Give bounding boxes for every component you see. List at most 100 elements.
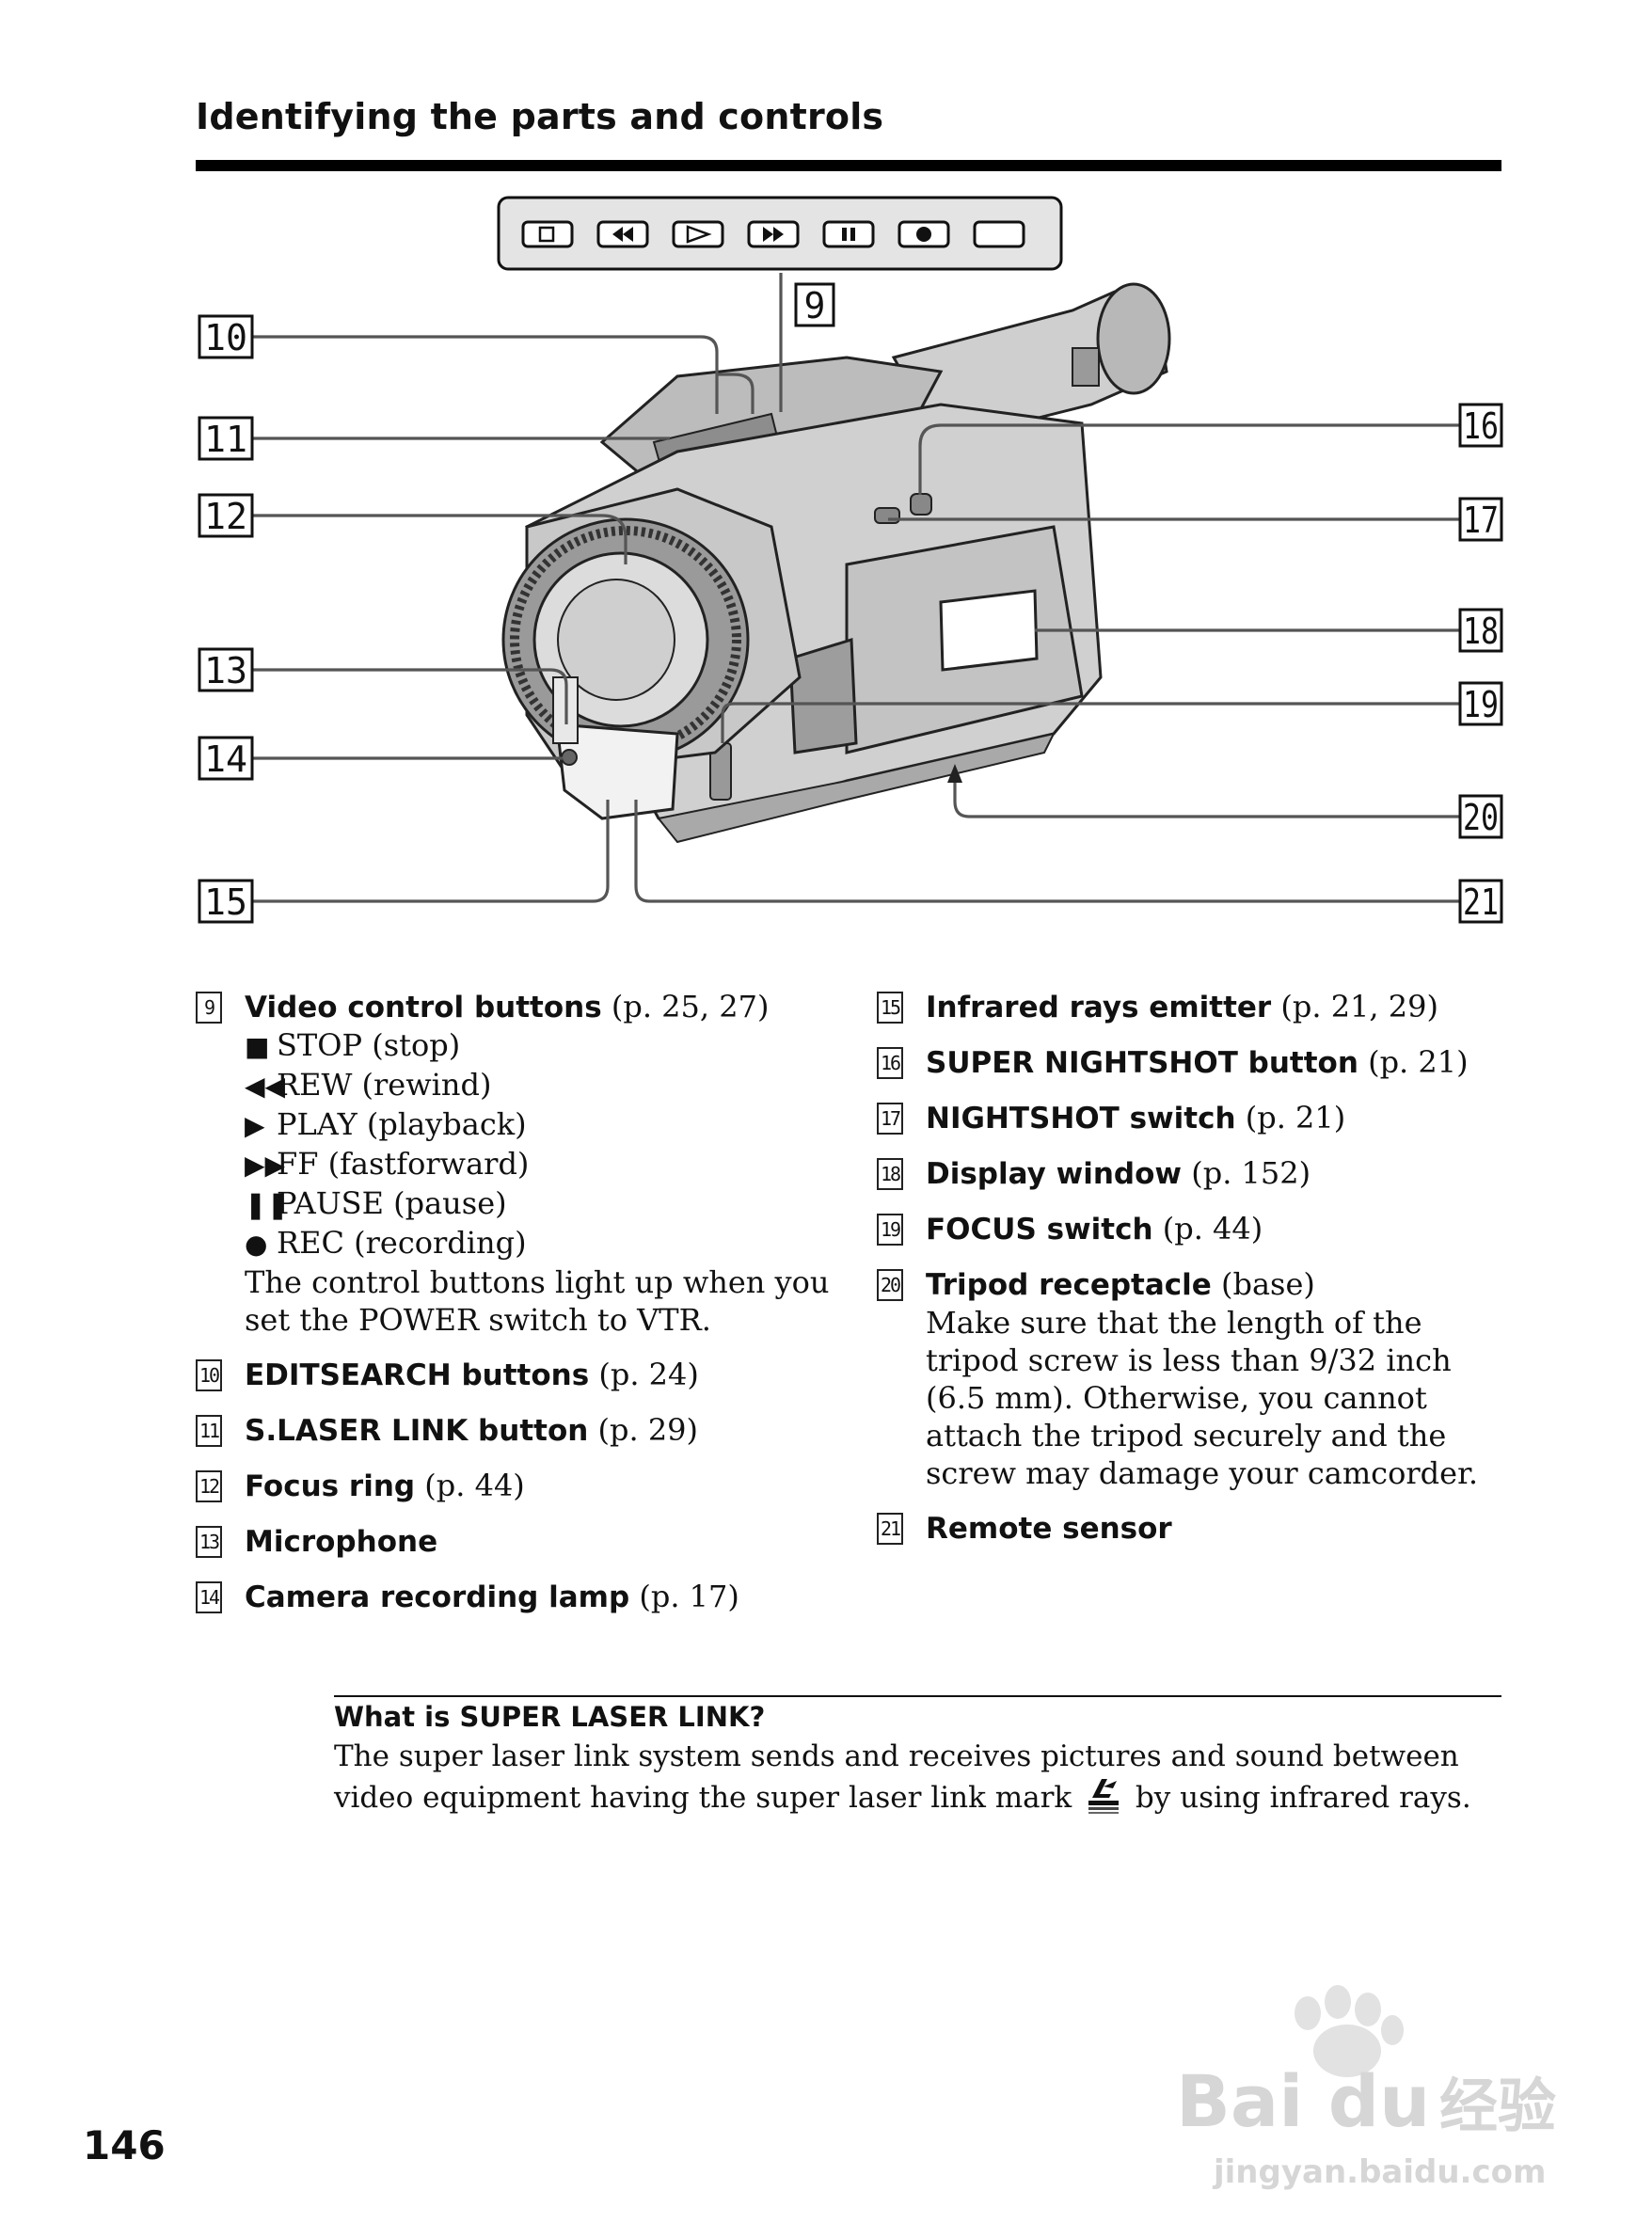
svg-text:21: 21	[1463, 881, 1499, 923]
fastforward-icon[interactable]	[747, 220, 800, 248]
item-ref: (p. 21)	[1235, 1100, 1346, 1135]
paw-icon	[1295, 1985, 1404, 2077]
callout-12: 12	[198, 493, 254, 538]
item-number: 21	[877, 1513, 903, 1545]
stop-icon: ■	[245, 1031, 270, 1062]
super-laser-link-mark-icon	[1088, 1779, 1120, 1814]
item-subline: REW (rewind)	[277, 1067, 492, 1103]
item-term: Focus ring	[245, 1469, 416, 1503]
item-term: S.LASER LINK button	[245, 1414, 589, 1448]
list-item: 18 Display window (p. 152)	[877, 1154, 1501, 1193]
svg-text:16: 16	[1463, 405, 1499, 447]
svg-text:19: 19	[1463, 684, 1499, 725]
pause-icon[interactable]	[822, 220, 875, 248]
note-divider	[334, 1695, 1501, 1697]
record-icon: ●	[245, 1229, 268, 1260]
list-item: 14 Camera recording lamp (p. 17)	[196, 1578, 835, 1616]
callout-14: 14	[198, 736, 254, 781]
list-item: 19 FOCUS switch (p. 44)	[877, 1210, 1501, 1248]
watermark-brand: Bai du	[1176, 2059, 1430, 2143]
item-ref: (p. 21, 29)	[1271, 989, 1438, 1024]
item-ref: (p. 21)	[1358, 1044, 1469, 1080]
list-item: 10 EDITSEARCH buttons (p. 24)	[196, 1356, 835, 1394]
pause-icon: ❚❚	[245, 1189, 289, 1220]
item-ref: (p. 44)	[1152, 1211, 1263, 1247]
item-subline: PLAY (playback)	[277, 1106, 527, 1142]
svg-text:9: 9	[804, 285, 826, 326]
note-text-before: The super laser link system sends and re…	[334, 1739, 1459, 1815]
note-title: What is SUPER LASER LINK?	[334, 1701, 766, 1733]
item-subline: FF (fastforward)	[277, 1146, 530, 1182]
rewind-icon[interactable]	[596, 220, 649, 248]
item-number: 19	[877, 1214, 903, 1246]
svg-text:11: 11	[204, 419, 247, 460]
item-ref: (p. 17)	[629, 1579, 739, 1614]
blank-button[interactable]	[973, 220, 1025, 248]
page-title: Identifying the parts and controls	[196, 96, 884, 137]
item-term: Display window	[926, 1157, 1183, 1191]
item-number: 9	[196, 992, 222, 1024]
item-ref: (p. 44)	[415, 1468, 525, 1503]
list-item: 15 Infrared rays emitter (p. 21, 29)	[877, 988, 1501, 1026]
callout-15: 15	[198, 879, 254, 924]
item-number: 14	[196, 1581, 222, 1613]
item-ref: (p. 24)	[589, 1357, 699, 1392]
item-number: 17	[877, 1103, 903, 1135]
item-ref: (p. 152)	[1182, 1155, 1311, 1191]
item-number: 13	[196, 1526, 222, 1558]
item-number: 11	[196, 1415, 222, 1447]
stop-icon[interactable]	[521, 220, 574, 248]
play-icon: ▶	[245, 1110, 265, 1141]
item-number: 10	[196, 1359, 222, 1391]
item-term: Camera recording lamp	[245, 1580, 630, 1614]
callout-9: 9	[794, 282, 835, 327]
camcorder-diagram: 9 10 11 12 13 14 15 16 17 18 19 20 21	[198, 196, 1503, 924]
list-item: 9 Video control buttons (p. 25, 27) ■STO…	[196, 988, 835, 1339]
watermark-url: jingyan.baidu.com	[1212, 2153, 1546, 2191]
item-number: 18	[877, 1158, 903, 1190]
item-note: The control buttons light up when you se…	[245, 1264, 830, 1338]
list-item: 17 NIGHTSHOT switch (p. 21)	[877, 1099, 1501, 1137]
svg-text:20: 20	[1463, 797, 1499, 838]
item-subline: STOP (stop)	[277, 1027, 461, 1063]
camcorder-illustration	[501, 282, 1171, 844]
callout-20: 20	[1458, 794, 1503, 839]
callout-16: 16	[1458, 403, 1503, 448]
fastforward-icon: ▶▶	[245, 1150, 286, 1181]
note-body: The super laser link system sends and re…	[334, 1739, 1501, 1817]
list-item: 11 S.LASER LINK button (p. 29)	[196, 1411, 835, 1450]
list-item: 16 SUPER NIGHTSHOT button (p. 21)	[877, 1043, 1501, 1082]
baidu-watermark: Bai du 经验 jingyan.baidu.com	[1176, 1985, 1556, 2191]
video-control-panel	[497, 196, 1063, 271]
item-term: Microphone	[245, 1525, 438, 1559]
callout-18: 18	[1458, 608, 1503, 653]
item-term: FOCUS switch	[926, 1213, 1153, 1247]
callout-17: 17	[1458, 497, 1503, 542]
svg-text:13: 13	[204, 650, 247, 691]
item-number: 15	[877, 992, 903, 1024]
record-icon[interactable]	[897, 220, 950, 248]
item-term: Video control buttons	[245, 991, 602, 1024]
svg-text:14: 14	[204, 738, 247, 780]
leader-lines	[252, 273, 1460, 903]
item-subline: PAUSE (pause)	[277, 1185, 507, 1221]
item-number: 16	[877, 1047, 903, 1079]
list-item: 12 Focus ring (p. 44)	[196, 1467, 835, 1505]
item-note: Make sure that the length of the tripod …	[926, 1305, 1479, 1491]
list-item: 13 Microphone	[196, 1522, 835, 1561]
item-term: SUPER NIGHTSHOT button	[926, 1046, 1358, 1080]
callout-13: 13	[198, 647, 254, 692]
item-number: 12	[196, 1470, 222, 1502]
parts-list-left: 9 Video control buttons (p. 25, 27) ■STO…	[196, 988, 835, 1633]
item-ref: (base)	[1211, 1266, 1315, 1302]
svg-text:15: 15	[204, 881, 247, 923]
item-number: 20	[877, 1269, 903, 1301]
play-icon[interactable]	[672, 220, 724, 248]
list-item: 20 Tripod receptacle (base) Make sure th…	[877, 1265, 1501, 1492]
svg-text:10: 10	[204, 317, 247, 358]
page-number: 146	[83, 2122, 166, 2168]
item-subline: REC (recording)	[277, 1225, 527, 1261]
svg-text:18: 18	[1463, 611, 1499, 652]
svg-text:17: 17	[1463, 500, 1499, 541]
callout-10: 10	[198, 314, 254, 359]
